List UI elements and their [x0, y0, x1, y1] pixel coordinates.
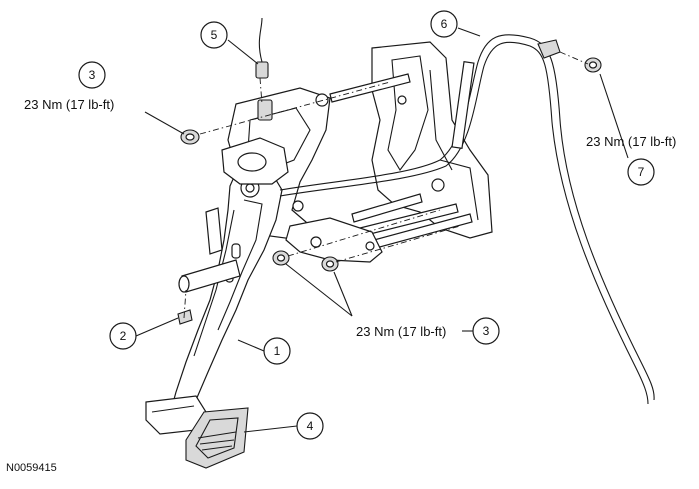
- svg-text:4: 4: [307, 419, 314, 433]
- pedal-clip: [177, 309, 193, 325]
- mounting-bracket: [371, 41, 493, 239]
- control-cable: [279, 34, 655, 405]
- svg-text:3: 3: [483, 324, 490, 338]
- torque-label-upper-left: 23 Nm (17 lb-ft): [24, 97, 114, 112]
- mounting-studs: [329, 73, 473, 249]
- callout-2: 2: [109, 322, 137, 350]
- electrical-connector: [255, 17, 269, 79]
- callout-3-center: 3: [472, 317, 500, 345]
- callout-7: 7: [627, 158, 655, 186]
- callout-6: 6: [430, 10, 458, 38]
- pedal-pad: [185, 407, 249, 469]
- pedal-foot-plate: [145, 395, 207, 435]
- pivot-hub: [221, 99, 289, 185]
- lower-bracket-plate: [285, 217, 383, 263]
- svg-text:2: 2: [120, 329, 127, 343]
- leader-lines: [135, 27, 629, 433]
- svg-text:5: 5: [211, 28, 218, 42]
- svg-text:7: 7: [638, 165, 645, 179]
- svg-text:6: 6: [441, 17, 448, 31]
- svg-text:1: 1: [274, 344, 281, 358]
- torque-label-right: 23 Nm (17 lb-ft): [586, 134, 676, 149]
- pedal-arm: [169, 167, 283, 419]
- callout-3-upper: 3: [78, 61, 106, 89]
- nut-center-right: [321, 256, 339, 272]
- alignment-lines: [183, 51, 589, 319]
- callout-4: 4: [296, 412, 324, 440]
- torque-label-center: 23 Nm (17 lb-ft): [356, 324, 446, 339]
- figure-id: N0059415: [6, 462, 57, 474]
- callout-1: 1: [263, 337, 291, 365]
- nut-upper-left: [180, 129, 200, 145]
- callout-5: 5: [200, 21, 228, 49]
- nut-center-left: [272, 250, 290, 266]
- svg-text:3: 3: [89, 68, 96, 82]
- nut-right: [584, 57, 602, 73]
- pedal-cross-tube: [178, 207, 241, 293]
